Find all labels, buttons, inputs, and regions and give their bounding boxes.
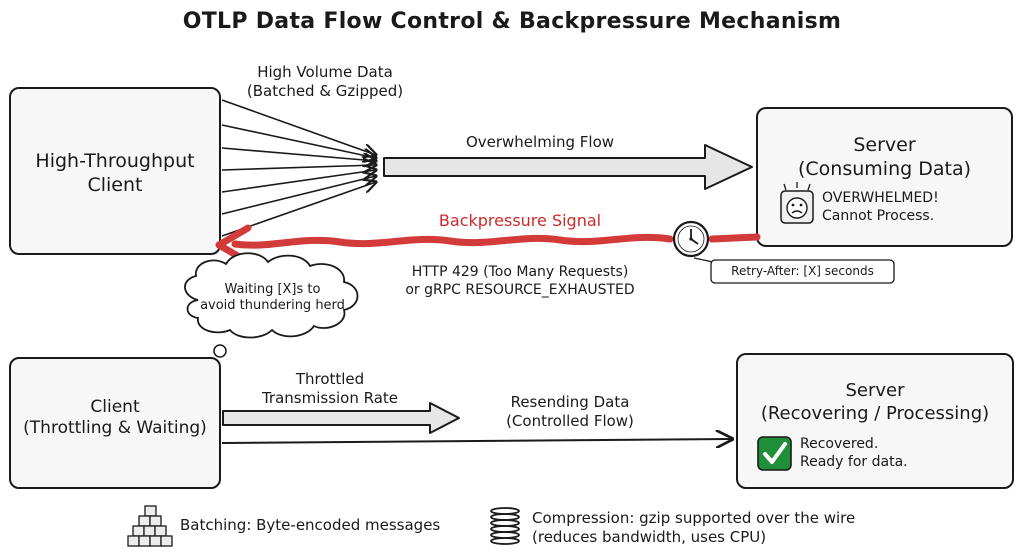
resend-data-arrow bbox=[221, 439, 732, 443]
backpressure-signal-tail bbox=[708, 233, 761, 243]
high-volume-line1: High Volume Data bbox=[257, 63, 393, 81]
recovered-status-line2: Ready for data. bbox=[800, 453, 908, 470]
retry-after-box bbox=[710, 259, 895, 284]
resend-label: Resending Data (Controlled Flow) bbox=[480, 393, 660, 431]
bottom-client-line1: Client bbox=[90, 397, 140, 417]
throttle-line1: Throttled bbox=[295, 370, 365, 388]
bottom-server-box bbox=[736, 353, 1014, 489]
overwhelmed-face-icon bbox=[780, 182, 814, 224]
retry-leader-line bbox=[693, 257, 714, 263]
recovered-status: Recovered. Ready for data. bbox=[800, 436, 908, 471]
top-server-box bbox=[756, 107, 1013, 247]
spring-icon bbox=[490, 507, 520, 545]
high-volume-line2: (Batched & Gzipped) bbox=[246, 81, 404, 100]
thought-text: Waiting [X]s to avoid thundering herd bbox=[190, 282, 355, 315]
diagram-title: OTLP Data Flow Control & Backpressure Me… bbox=[182, 9, 842, 34]
overwhelming-flow-arrow bbox=[383, 144, 753, 190]
bottom-client-label: Client (Throttling & Waiting) bbox=[10, 397, 220, 440]
clock-icon bbox=[672, 220, 710, 258]
overwhelmed-status-line1: OVERWHELMED! bbox=[822, 190, 939, 206]
top-server-label: Server (Consuming Data) bbox=[757, 134, 1012, 182]
batching-legend-text: Batching: Byte-encoded messages bbox=[180, 516, 441, 534]
http-status-line2: or gRPC RESOURCE_EXHAUSTED bbox=[405, 281, 635, 298]
high-volume-fan-arrows bbox=[221, 99, 376, 237]
top-client-box bbox=[9, 87, 221, 255]
throttle-line2: Transmission Rate bbox=[261, 388, 399, 407]
resend-line2: (Controlled Flow) bbox=[506, 411, 634, 430]
http-status-line1: HTTP 429 (Too Many Requests) bbox=[411, 264, 629, 280]
high-volume-label: High Volume Data (Batched & Gzipped) bbox=[220, 63, 430, 101]
http-status-label: HTTP 429 (Too Many Requests) or gRPC RES… bbox=[360, 264, 680, 299]
retry-after-label: Retry-After: [X] seconds bbox=[731, 264, 874, 278]
compression-line2: (reduces bandwidth, uses CPU) bbox=[532, 527, 767, 546]
overwhelmed-status: OVERWHELMED! Cannot Process. bbox=[822, 190, 939, 225]
top-client-label: High-Throughput Client bbox=[10, 150, 220, 198]
bottom-client-box bbox=[9, 357, 221, 489]
top-server-line2: (Consuming Data) bbox=[798, 157, 971, 180]
throttled-rate-arrow bbox=[222, 402, 460, 434]
bottom-server-line1: Server bbox=[845, 380, 905, 401]
bottom-client-line2: (Throttling & Waiting) bbox=[23, 418, 207, 439]
thought-bubble-dot bbox=[213, 344, 227, 358]
overwhelming-flow-label: Overwhelming Flow bbox=[465, 133, 615, 151]
top-client-line2: Client bbox=[87, 173, 143, 196]
thought-cloud bbox=[184, 252, 359, 339]
thought-line2: avoid thundering herd bbox=[200, 298, 345, 314]
compression-legend-text: Compression: gzip supported over the wir… bbox=[532, 509, 855, 547]
throttle-label: Throttled Transmission Rate bbox=[230, 370, 430, 408]
bottom-server-label: Server (Recovering / Processing) bbox=[737, 380, 1013, 425]
thought-line1: Waiting [X]s to bbox=[224, 282, 321, 297]
top-server-line1: Server bbox=[853, 134, 916, 156]
check-icon bbox=[757, 436, 792, 471]
recovered-status-line1: Recovered. bbox=[800, 436, 879, 452]
compression-line1: Compression: gzip supported over the wir… bbox=[532, 509, 856, 527]
resend-line1: Resending Data bbox=[510, 393, 630, 411]
top-client-line1: High-Throughput bbox=[35, 150, 195, 172]
bottom-server-line2: (Recovering / Processing) bbox=[760, 402, 990, 424]
stacked-blocks-icon bbox=[127, 505, 173, 547]
backpressure-signal-arrow bbox=[231, 233, 674, 249]
overwhelmed-status-line2: Cannot Process. bbox=[822, 207, 935, 224]
backpressure-signal-label: Backpressure Signal bbox=[438, 211, 602, 230]
